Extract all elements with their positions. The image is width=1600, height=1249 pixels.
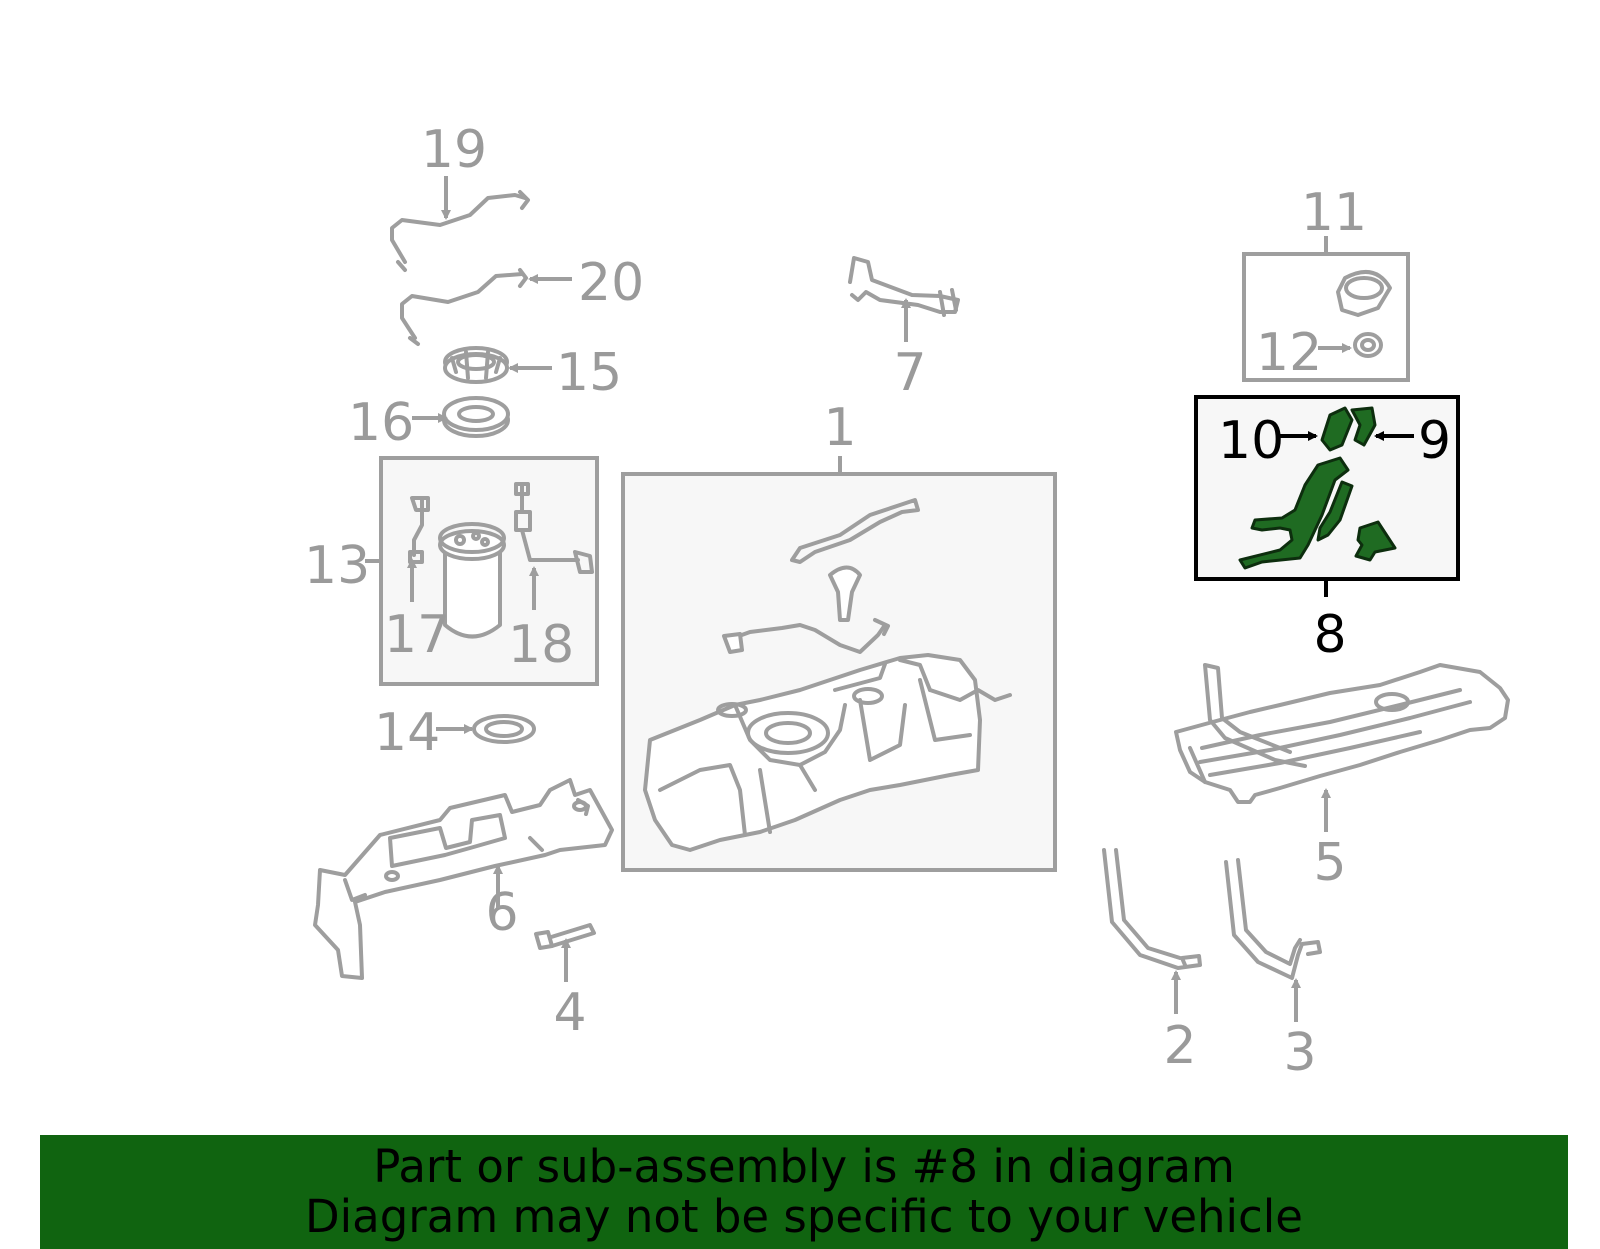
- part-10-highlighted[interactable]: [1320, 406, 1354, 452]
- footer-line-2: Diagram may not be specific to your vehi…: [305, 1190, 1303, 1243]
- diagram-disclaimer-banner: Part or sub-assembly is #8 in diagram Di…: [40, 1135, 1568, 1249]
- label-12: 12: [1256, 323, 1322, 383]
- part-12-gasket[interactable]: [1353, 332, 1383, 358]
- label-18: 18: [508, 615, 574, 675]
- label-16: 16: [348, 393, 414, 453]
- part-1-fuel-tank[interactable]: [643, 498, 1012, 852]
- label-7: 7: [893, 343, 926, 403]
- part-4-bolt[interactable]: [534, 923, 596, 950]
- label-3: 3: [1283, 1023, 1316, 1083]
- label-5: 5: [1313, 833, 1346, 893]
- part-9-highlighted[interactable]: [1350, 406, 1377, 447]
- part-20-fuel-line[interactable]: [400, 268, 528, 346]
- part-2-tank-strap[interactable]: [1102, 848, 1202, 970]
- part-11-fuel-cap[interactable]: [1336, 269, 1392, 317]
- label-9: 9: [1418, 411, 1451, 471]
- footer-line-1: Part or sub-assembly is #8 in diagram: [373, 1140, 1235, 1193]
- part-14-gasket[interactable]: [472, 714, 536, 744]
- part-16-gasket[interactable]: [442, 396, 510, 438]
- part-6-tank-protector[interactable]: [313, 778, 614, 980]
- label-2: 2: [1163, 1016, 1196, 1076]
- label-20: 20: [578, 253, 644, 313]
- part-5-tank-protector[interactable]: [1174, 663, 1510, 804]
- label-14: 14: [374, 703, 440, 763]
- parts-diagram: 19 20 15 16 13 17 18: [304, 120, 1510, 1083]
- label-8: 8: [1313, 605, 1346, 665]
- label-15: 15: [556, 343, 622, 403]
- label-13: 13: [304, 536, 370, 596]
- label-4: 4: [553, 983, 586, 1043]
- label-10: 10: [1218, 411, 1284, 471]
- label-19: 19: [421, 120, 487, 180]
- part-13-fuel-pump[interactable]: [408, 482, 594, 639]
- part-19-fuel-line[interactable]: [390, 190, 530, 272]
- part-15-retainer-ring[interactable]: [443, 346, 509, 384]
- label-11: 11: [1301, 183, 1367, 243]
- part-8-filler-pipe[interactable]: [1238, 456, 1397, 570]
- label-6: 6: [485, 883, 518, 943]
- label-1: 1: [823, 398, 856, 458]
- part-7-vent-line[interactable]: [848, 256, 960, 317]
- label-17: 17: [384, 605, 450, 665]
- part-3-tank-strap[interactable]: [1224, 858, 1322, 980]
